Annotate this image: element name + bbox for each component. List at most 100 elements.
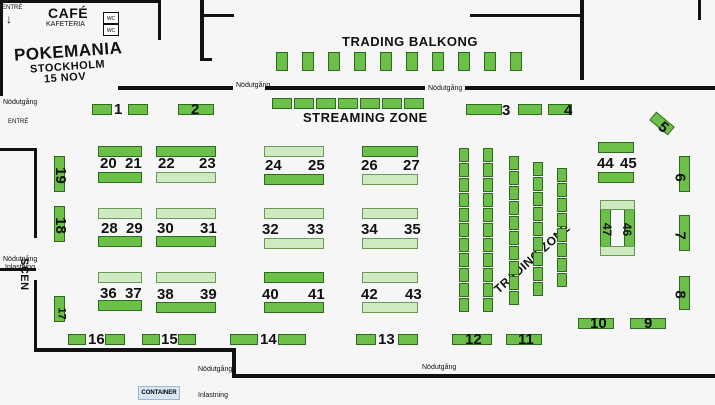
cluster-28-29-table[interactable]: [98, 236, 142, 247]
booth-4-table[interactable]: [548, 104, 572, 115]
trading-zone-table[interactable]: [483, 193, 493, 207]
cluster-36-37-table[interactable]: [98, 300, 142, 311]
streaming-table[interactable]: [272, 98, 292, 109]
trading-zone-table[interactable]: [459, 253, 469, 267]
trading-zone-table[interactable]: [557, 258, 567, 272]
booth-1-table[interactable]: [128, 104, 148, 115]
cluster-32-33-table[interactable]: [264, 238, 324, 249]
booth-15-table[interactable]: [178, 334, 196, 345]
cluster-22-23-table[interactable]: [156, 146, 216, 157]
trading-zone-table[interactable]: [459, 208, 469, 222]
booth-8-table[interactable]: [679, 276, 690, 310]
trading-zone-table[interactable]: [459, 238, 469, 252]
trading-zone-table[interactable]: [509, 156, 519, 170]
trading-zone-table[interactable]: [557, 183, 567, 197]
trading-zone-table[interactable]: [483, 283, 493, 297]
balkong-table[interactable]: [406, 52, 418, 71]
booth-1-table[interactable]: [92, 104, 112, 115]
trading-zone-table[interactable]: [483, 223, 493, 237]
booth-14-table[interactable]: [230, 334, 258, 345]
streaming-table[interactable]: [360, 98, 380, 109]
balkong-table[interactable]: [354, 52, 366, 71]
trading-zone-table[interactable]: [509, 291, 519, 305]
trading-zone-table[interactable]: [459, 268, 469, 282]
trading-zone-table[interactable]: [459, 283, 469, 297]
cluster-34-35-table[interactable]: [362, 238, 418, 249]
trading-zone-table[interactable]: [533, 282, 543, 296]
booth-3-table[interactable]: [518, 104, 542, 115]
cluster-38-39-table[interactable]: [156, 302, 216, 313]
booth-9-table[interactable]: [630, 318, 666, 329]
trading-zone-table[interactable]: [557, 198, 567, 212]
cluster-44-45-table[interactable]: [598, 142, 634, 153]
streaming-table[interactable]: [316, 98, 336, 109]
streaming-table[interactable]: [294, 98, 314, 109]
trading-zone-table[interactable]: [509, 216, 519, 230]
trading-zone-table[interactable]: [533, 252, 543, 266]
cluster-24-25-table[interactable]: [264, 174, 324, 185]
booth-18-table[interactable]: [54, 206, 65, 242]
cluster-20-21-table[interactable]: [98, 146, 142, 157]
booth-19-table[interactable]: [54, 156, 65, 192]
balkong-table[interactable]: [510, 52, 522, 71]
trading-zone-table[interactable]: [533, 177, 543, 191]
cluster-30-31-table[interactable]: [156, 236, 216, 247]
booth-14-table[interactable]: [278, 334, 306, 345]
trading-zone-table[interactable]: [459, 148, 469, 162]
trading-zone-table[interactable]: [509, 201, 519, 215]
trading-zone-table[interactable]: [509, 246, 519, 260]
trading-zone-table[interactable]: [533, 222, 543, 236]
trading-zone-table[interactable]: [483, 178, 493, 192]
trading-zone-table[interactable]: [459, 193, 469, 207]
cluster-26-27-table[interactable]: [362, 174, 418, 185]
booth-11-table[interactable]: [506, 334, 542, 345]
booth-12-table[interactable]: [452, 334, 492, 345]
cluster-34-35-table[interactable]: [362, 208, 418, 219]
trading-zone-table[interactable]: [483, 208, 493, 222]
trading-zone-table[interactable]: [483, 253, 493, 267]
trading-zone-table[interactable]: [533, 207, 543, 221]
cluster-36-37-table[interactable]: [98, 272, 142, 283]
booth-15-table[interactable]: [142, 334, 160, 345]
trading-zone-table[interactable]: [459, 223, 469, 237]
booth-3-table[interactable]: [466, 104, 502, 115]
trading-zone-table[interactable]: [533, 192, 543, 206]
cluster-32-33-table[interactable]: [264, 208, 324, 219]
cluster-40-41-table[interactable]: [264, 302, 324, 313]
cluster-30-31-table[interactable]: [156, 208, 216, 219]
trading-zone-table[interactable]: [557, 228, 567, 242]
trading-zone-table[interactable]: [509, 186, 519, 200]
booth-10-table[interactable]: [578, 318, 614, 329]
trading-zone-table[interactable]: [483, 268, 493, 282]
cluster-46-47-table[interactable]: [600, 246, 635, 256]
cluster-40-41-table[interactable]: [264, 272, 324, 283]
balkong-table[interactable]: [302, 52, 314, 71]
booth-13-table[interactable]: [356, 334, 376, 345]
balkong-table[interactable]: [276, 52, 288, 71]
streaming-table[interactable]: [338, 98, 358, 109]
trading-zone-table[interactable]: [557, 243, 567, 257]
trading-zone-table[interactable]: [483, 238, 493, 252]
streaming-table[interactable]: [404, 98, 424, 109]
streaming-table[interactable]: [382, 98, 402, 109]
trading-zone-table[interactable]: [509, 171, 519, 185]
trading-zone-table[interactable]: [483, 298, 493, 312]
cluster-38-39-table[interactable]: [156, 272, 216, 283]
booth-13-table[interactable]: [398, 334, 418, 345]
trading-zone-table[interactable]: [509, 261, 519, 275]
balkong-table[interactable]: [328, 52, 340, 71]
balkong-table[interactable]: [458, 52, 470, 71]
cluster-26-27-table[interactable]: [362, 146, 418, 157]
booth-7-table[interactable]: [679, 215, 690, 251]
trading-zone-table[interactable]: [557, 168, 567, 182]
cluster-28-29-table[interactable]: [98, 208, 142, 219]
booth-6-table[interactable]: [679, 156, 690, 192]
balkong-table[interactable]: [432, 52, 444, 71]
trading-zone-table[interactable]: [483, 163, 493, 177]
cluster-24-25-table[interactable]: [264, 146, 324, 157]
cluster-42-43-table[interactable]: [362, 302, 418, 313]
cluster-20-21-table[interactable]: [98, 172, 142, 183]
booth-16-table[interactable]: [68, 334, 86, 345]
trading-zone-table[interactable]: [557, 213, 567, 227]
cluster-46-47-table[interactable]: [600, 200, 635, 210]
